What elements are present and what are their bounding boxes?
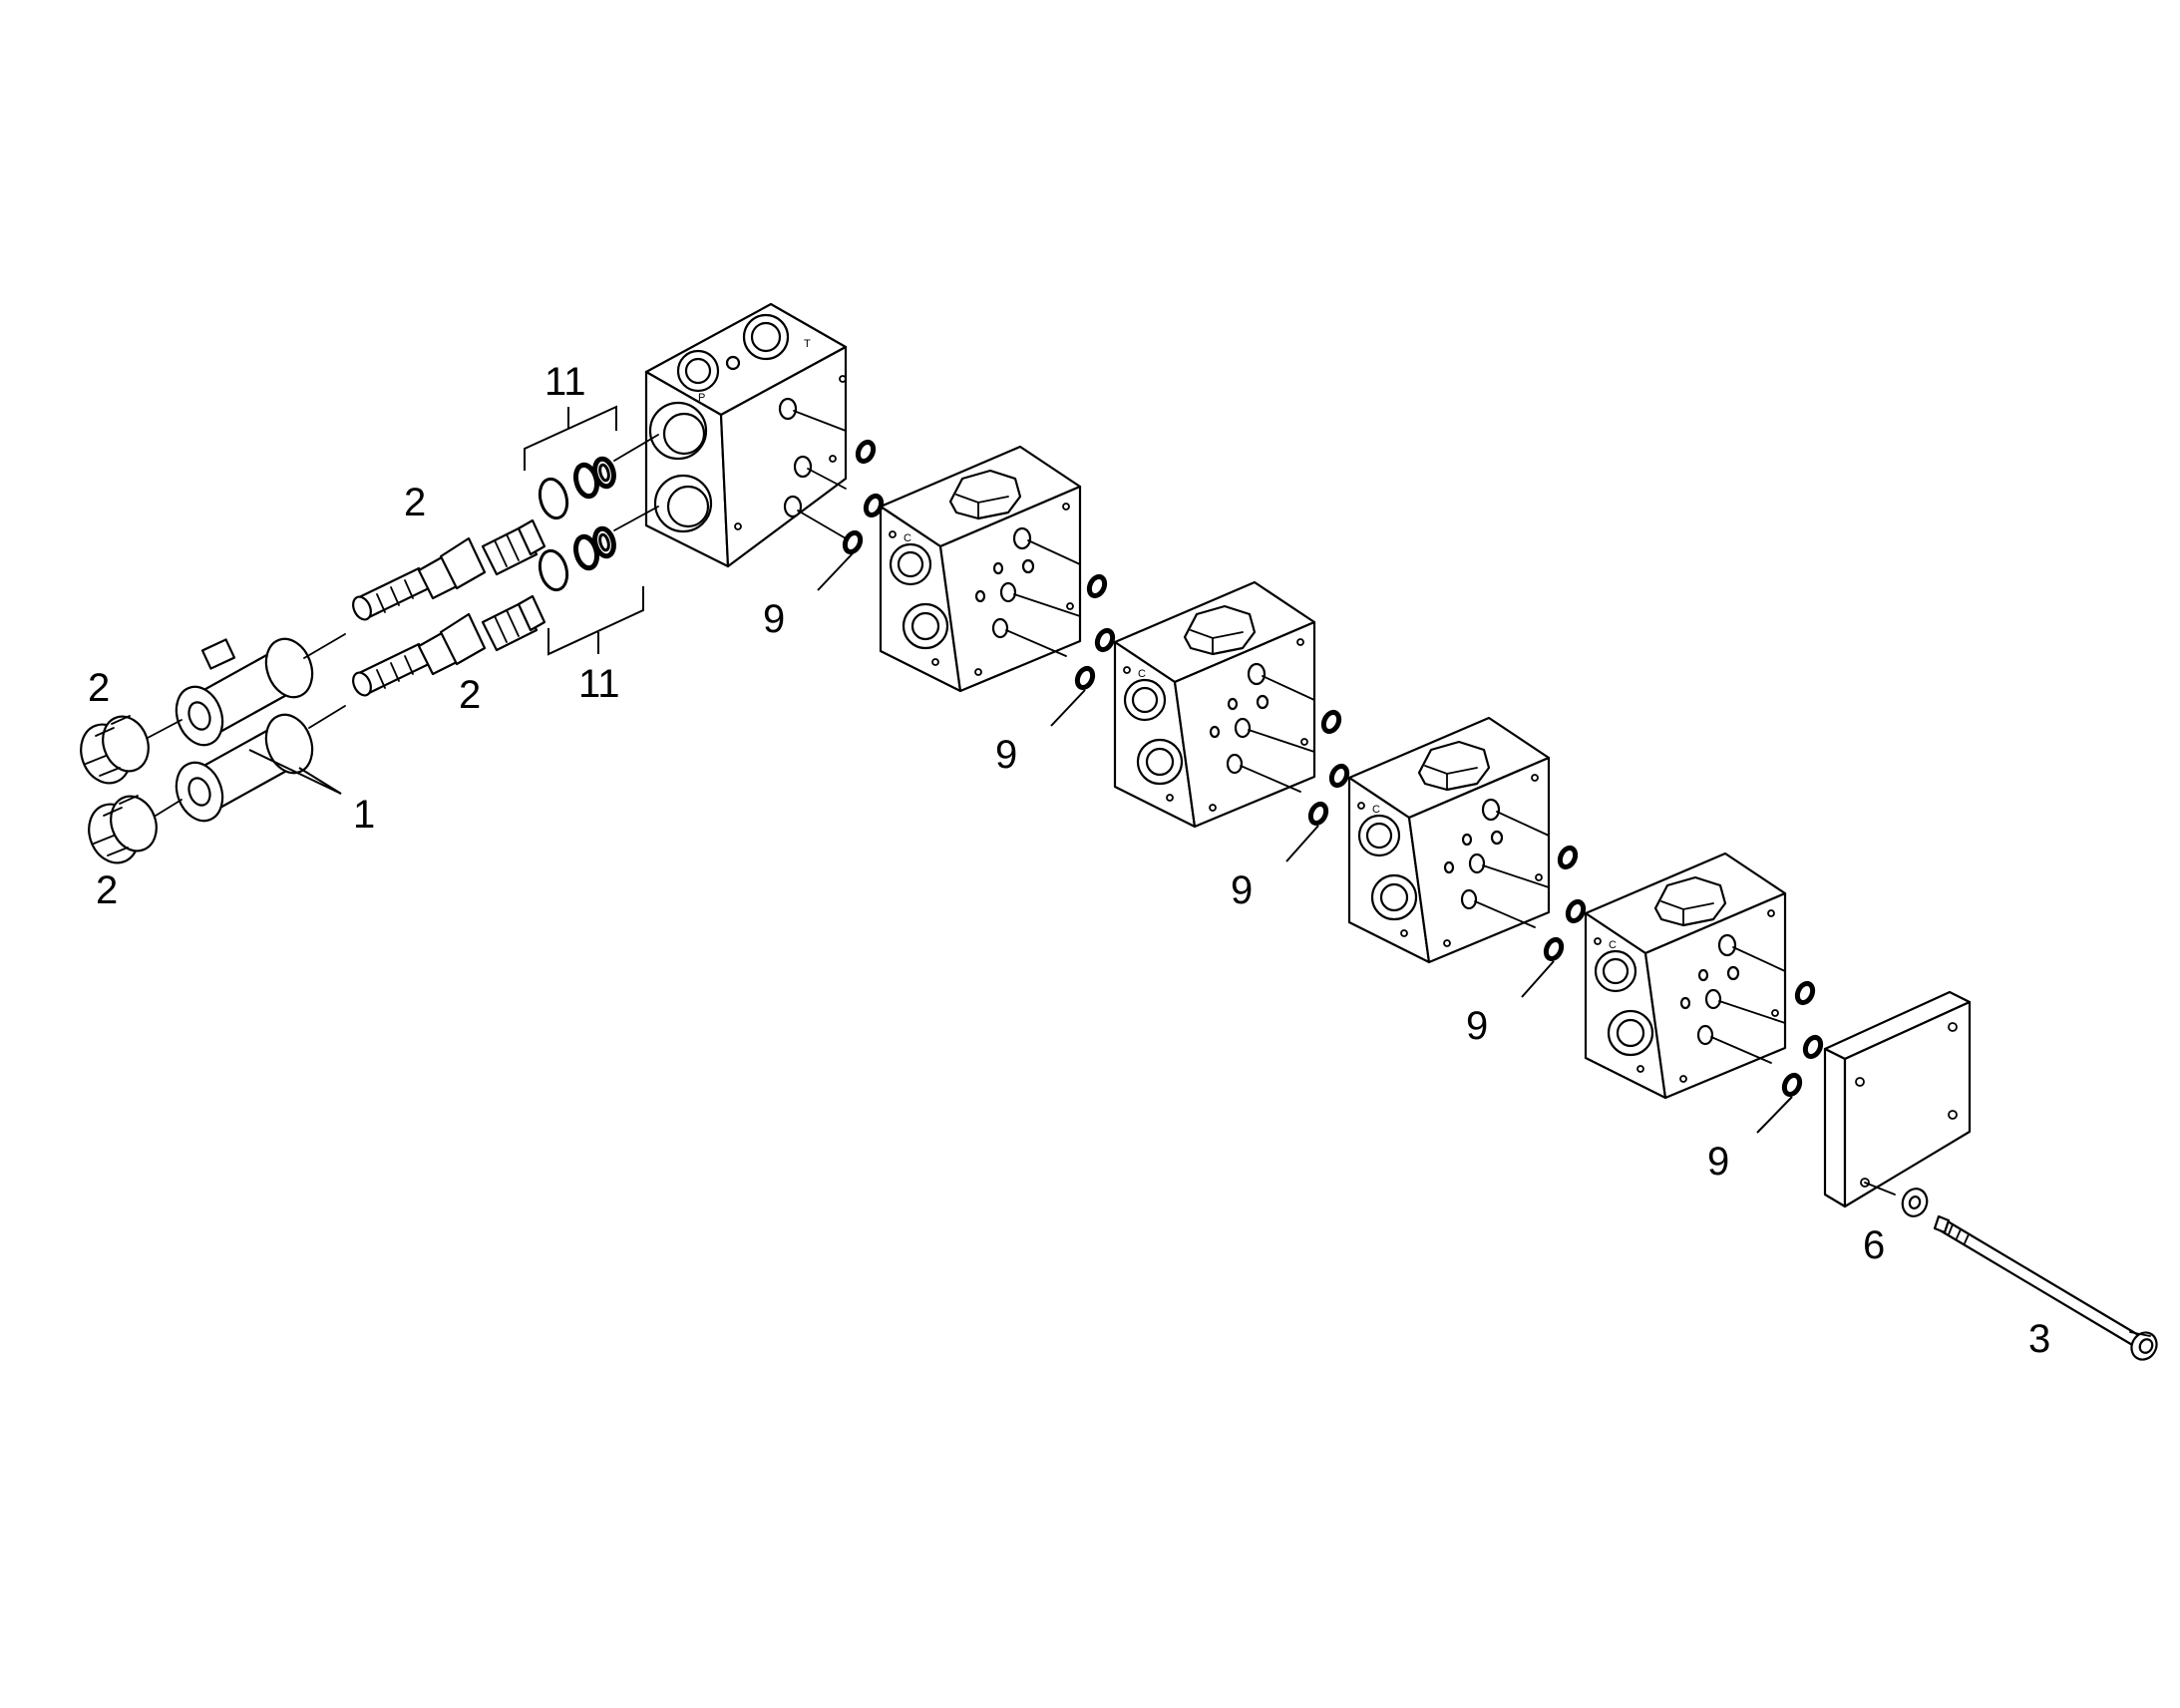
callout-11-lower: 11 — [578, 662, 620, 706]
port-letter-c2: C — [1138, 668, 1146, 680]
callout-6: 6 — [1863, 1223, 1885, 1267]
port-letter-c3: C — [1372, 804, 1380, 816]
callout-bracket-11-lower — [547, 586, 644, 656]
solenoid-coil-upper — [175, 637, 314, 747]
callout-2-knurled-lower: 2 — [96, 868, 118, 912]
inlet-block: P T — [644, 302, 848, 568]
callout-9-b: 9 — [995, 733, 1017, 777]
callout-labels: 1 2 2 2 2 11 11 9 9 9 9 9 6 3 — [88, 360, 2050, 1361]
callout-2-knurled-upper: 2 — [88, 666, 110, 710]
hose-coupling-upper — [352, 518, 546, 621]
callout-11-upper: 11 — [545, 360, 586, 404]
hose-coupling-lower — [352, 594, 546, 697]
inlet-seal-set-upper — [538, 434, 659, 520]
callout-9-e: 9 — [1707, 1140, 1729, 1184]
washer — [1901, 1188, 1929, 1217]
callout-9-c: 9 — [1231, 868, 1253, 912]
callout-bracket-11-upper — [524, 405, 617, 471]
section-block-1: C — [879, 445, 1082, 693]
callout-2-coupling-upper: 2 — [404, 481, 426, 524]
port-letter-c4: C — [1609, 939, 1617, 951]
port-letter-t: T — [804, 338, 811, 350]
port-letter-c1: C — [904, 532, 911, 544]
inlet-seal-set-lower — [538, 506, 659, 592]
section-block-2: C — [1113, 580, 1316, 829]
section-block-3: C — [1347, 716, 1551, 964]
port-letter-p: P — [698, 392, 705, 404]
leader-lines — [248, 552, 1793, 1134]
knurled-nut-lower — [88, 795, 158, 864]
callout-3: 3 — [2028, 1317, 2050, 1361]
assembly-lines — [147, 633, 346, 817]
tie-rod-bolt — [1933, 1214, 2158, 1361]
callout-9-d: 9 — [1466, 1004, 1488, 1048]
callout-2-coupling-lower: 2 — [459, 673, 481, 717]
section-block-4: C — [1584, 852, 1787, 1100]
callout-9-a: 9 — [763, 597, 785, 641]
knurled-nut-upper — [80, 715, 150, 785]
end-plate — [1823, 990, 1972, 1208]
solenoid-coil-lower — [175, 713, 314, 823]
callout-1: 1 — [353, 793, 375, 837]
